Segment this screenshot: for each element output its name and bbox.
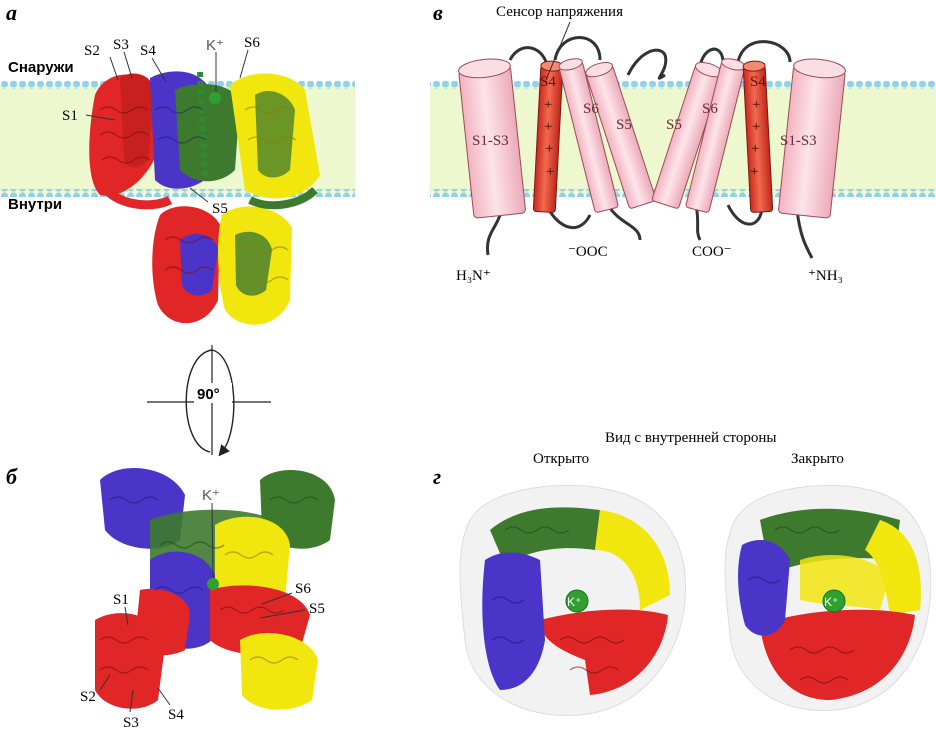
n-terminus-right: ⁺NH₃ [808, 268, 843, 284]
helix-label-s1-a: S1 [62, 108, 78, 124]
helix-label-s3-b: S3 [123, 715, 139, 731]
cylinder-s1-s3-right [778, 58, 846, 219]
cylinder-s5-left [585, 61, 657, 209]
charge-right-3: + [751, 141, 759, 157]
cylinder-s5-right [651, 61, 723, 209]
panel-b: б K⁺ S6 S5 S1 S2 S3 S4 [6, 464, 335, 731]
s4-charges-left: + + + + [544, 97, 554, 180]
charge-left-3: + [545, 141, 553, 157]
helix-label-s2-b: S2 [80, 689, 96, 705]
helix-label-s5-b: S5 [309, 601, 325, 617]
segment-s1-s3-right: S1-S3 [780, 133, 817, 149]
outside-label: Снаружи [8, 59, 74, 76]
membrane-inner-lipids [0, 189, 355, 197]
panel-a: а Снаружи Внутри S2 S3 S4 K⁺ S6 S1 S5 [0, 0, 355, 325]
helix-label-s2-a: S2 [84, 43, 100, 59]
charge-left-1: + [544, 97, 552, 113]
rotation-arrow-left [185, 349, 213, 453]
helix-label-s4-a: S4 [140, 43, 156, 59]
panel-letter-v: в [433, 0, 443, 25]
segment-s5-right: S5 [666, 117, 682, 133]
rotation-indicator: 90° [147, 345, 271, 457]
panel-letter-a: а [6, 0, 17, 25]
channel-closed: K⁺ [724, 484, 932, 712]
ion-label-b: K⁺ [202, 487, 220, 504]
c-terminus-left: ⁻OOC [568, 244, 608, 260]
c-terminus-right: COO⁻ [692, 244, 732, 260]
segment-s6-right: S6 [702, 101, 718, 117]
charge-left-4: + [546, 164, 554, 180]
charge-right-4: + [750, 164, 758, 180]
panel-letter-b: б [6, 464, 18, 489]
cylinder-s1-s3-left [458, 58, 526, 219]
closed-label: Закрыто [791, 451, 844, 467]
panel-g: г Вид с внутренней стороны Открыто Закры… [433, 430, 932, 717]
voltage-sensor-label: Сенсор напряжения [496, 4, 623, 20]
segment-s4-right: S4 [750, 74, 766, 90]
segment-s1-s3-left: S1-S3 [472, 133, 509, 149]
panel-letter-g: г [433, 464, 441, 489]
helix-label-s5-a: S5 [212, 201, 228, 217]
leader-lines-b [99, 502, 306, 713]
n-terminus-left: H₃N⁺ [456, 268, 491, 284]
segment-s4-left: S4 [540, 74, 556, 90]
s4-charges-right: + + + + [750, 97, 760, 180]
view-title: Вид с внутренней стороны [605, 430, 776, 446]
cylinder-s4-right [742, 60, 774, 213]
helix-label-s3-a: S3 [113, 37, 129, 53]
panel-v: в Сенсор напряжения S1-S3 S1-S3 S4 S4 S6… [430, 0, 936, 284]
inside-label: Внутри [8, 196, 62, 213]
segment-s6-left: S6 [583, 101, 599, 117]
leader-lines-a [85, 49, 249, 203]
cylinder-s6-left [558, 58, 619, 213]
helix-label-s6-b: S6 [295, 581, 311, 597]
helix-label-s1-b: S1 [113, 592, 129, 608]
channel-open: K⁺ [459, 484, 687, 717]
charge-right-2: + [752, 119, 760, 135]
charge-left-2: + [544, 119, 552, 135]
protein-structure-top [95, 468, 335, 710]
membrane-outer-lipids-v [430, 81, 936, 89]
helix-label-s4-b: S4 [168, 707, 184, 723]
cylinder-s6-right [685, 58, 746, 213]
charge-right-1: + [752, 97, 760, 113]
rotation-arrow-right [211, 349, 235, 457]
loops-v [485, 36, 814, 259]
sensor-leader [545, 21, 571, 81]
helix-label-s6-a: S6 [244, 35, 260, 51]
ion-label-closed: K⁺ [824, 595, 838, 609]
segment-s5-left: S5 [616, 117, 632, 133]
ion-label-open: K⁺ [567, 595, 581, 609]
open-label: Открыто [533, 451, 589, 467]
rotation-angle: 90° [197, 386, 220, 403]
ion-label-a: K⁺ [206, 37, 224, 54]
protein-structure-side [89, 71, 320, 325]
